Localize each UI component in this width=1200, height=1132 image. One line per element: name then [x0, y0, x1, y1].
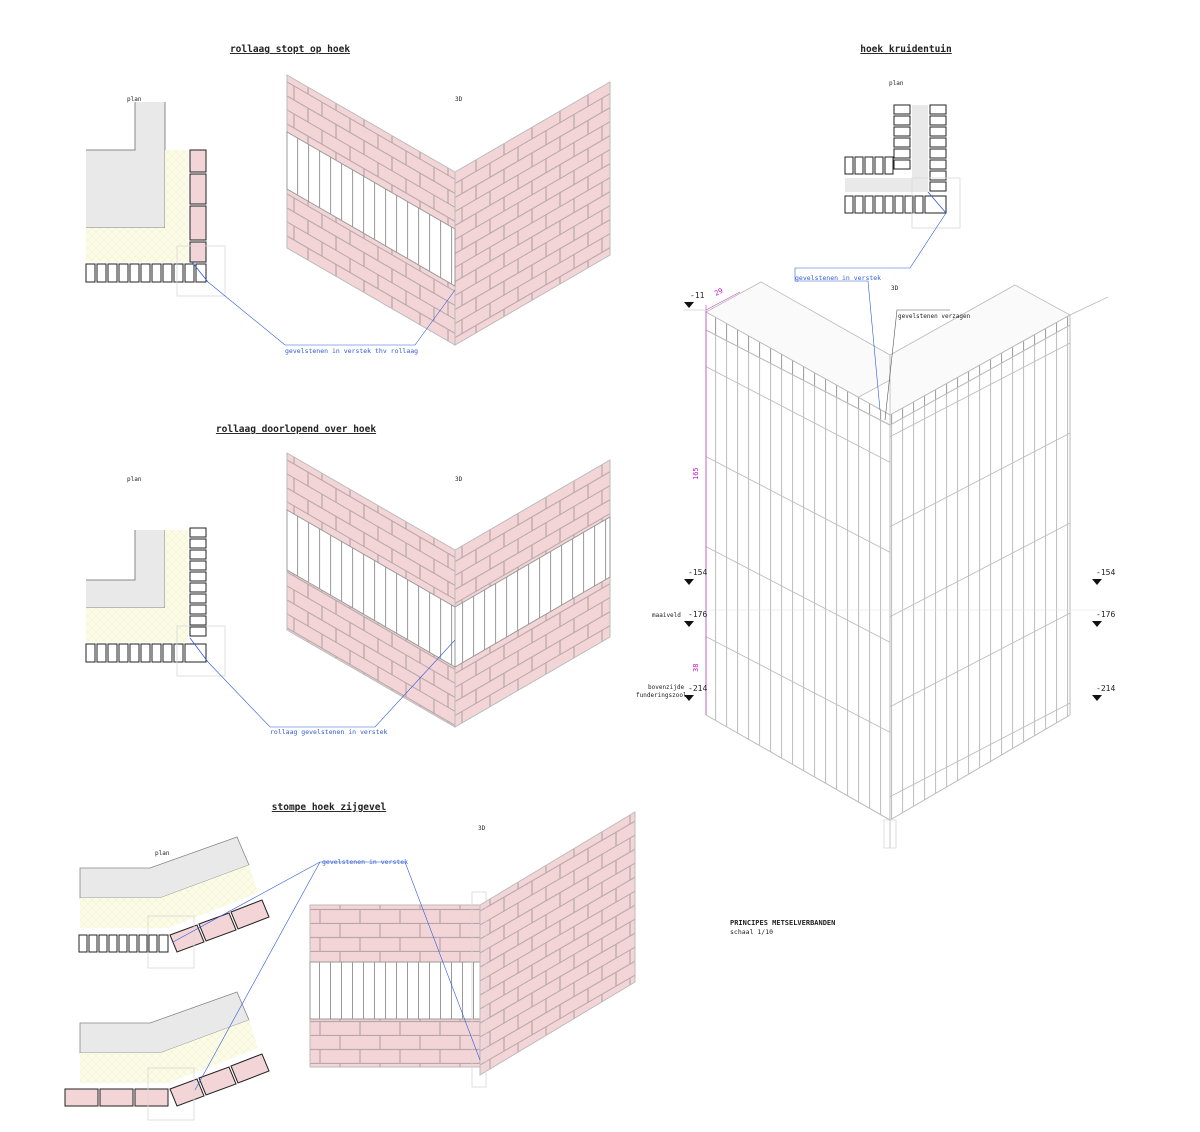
dim-top-width: 29: [713, 287, 724, 298]
plan-drawing: [85, 527, 226, 677]
level-right-176: -176: [1096, 610, 1115, 619]
callouts: gevelstenen in verstek gevelstenen verza…: [794, 212, 971, 421]
dim-height-upper: 165: [692, 467, 700, 480]
view-3d-label: 3D: [455, 476, 463, 483]
sheet-title: PRINCIPES METSELVERBANDEN: [730, 919, 835, 927]
view-3d-drawing: [705, 281, 1109, 849]
level-markers: -11 -154 -176 maaiveld -214 bovenzijde f…: [636, 291, 1115, 701]
section-title: rollaag stopt op hoek: [230, 44, 350, 55]
callout: gevelstenen in verstek: [172, 858, 481, 1091]
plan-label: plan: [127, 96, 142, 103]
section-hoek-kruidentuin: hoek kruidentuin plan 3D: [636, 44, 1115, 849]
level-left-176: -176: [688, 610, 707, 619]
view-3d-drawing: [286, 452, 611, 728]
callout-saw: gevelstenen verzagen: [898, 313, 971, 320]
callout-text: gevelstenen in verstek: [322, 858, 408, 866]
section-title: stompe hoek zijgevel: [272, 802, 387, 813]
section-title: hoek kruidentuin: [860, 44, 952, 55]
level-right-154: -154: [1096, 568, 1115, 577]
sheet-scale: schaal 1/10: [730, 928, 773, 936]
level-left-214: -214: [688, 684, 707, 693]
callout: gevelstenen in verstek thv rollaag: [207, 281, 456, 355]
callout-mitre: gevelstenen in verstek: [795, 274, 881, 282]
view-3d-drawing: [286, 74, 611, 346]
foundation-label-2: funderingszool: [636, 692, 687, 699]
callout-text: gevelstenen in verstek thv rollaag: [285, 347, 418, 355]
foundation-label-1: bovenzijde: [648, 684, 685, 691]
dim-height-lower: 38: [692, 664, 700, 672]
view-3d-label: 3D: [891, 285, 899, 292]
dimensions: 29 165 38: [692, 287, 741, 715]
maaiveld-label: maaiveld: [652, 612, 681, 619]
plan-drawing-1: [78, 836, 270, 969]
view-3d-label: 3D: [455, 96, 463, 103]
section-rollaag-stopt-op-hoek: rollaag stopt op hoek plan 3D: [85, 44, 611, 355]
section-title: rollaag doorlopend over hoek: [216, 424, 376, 435]
plan-drawing: [844, 104, 961, 229]
level-top: -11: [690, 291, 705, 300]
section-rollaag-doorlopend: rollaag doorlopend over hoek plan 3D: [85, 424, 611, 736]
view-3d-label: 3D: [478, 825, 486, 832]
callout: rollaag gevelstenen in verstek: [207, 639, 456, 736]
level-right-214: -214: [1096, 684, 1115, 693]
plan-label: plan: [889, 80, 904, 87]
view-3d-drawing: [309, 811, 636, 1088]
section-stompe-hoek: stompe hoek zijgevel plan 3D: [64, 802, 636, 1121]
sheet-title-block: PRINCIPES METSELVERBANDEN schaal 1/10: [730, 919, 835, 936]
callout-text: rollaag gevelstenen in verstek: [270, 728, 387, 736]
level-left-154: -154: [688, 568, 707, 577]
plan-drawing-2: [64, 991, 270, 1121]
plan-drawing: [85, 102, 226, 297]
plan-label: plan: [155, 850, 170, 857]
plan-label: plan: [127, 476, 142, 483]
